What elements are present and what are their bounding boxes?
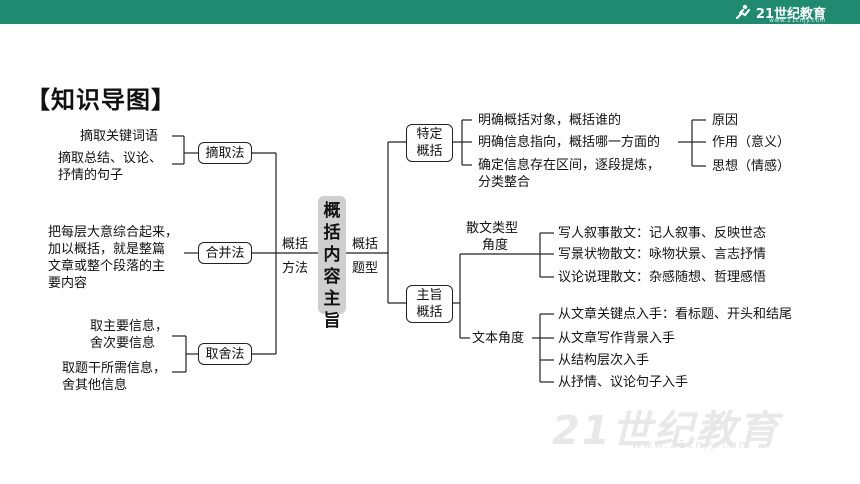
method-merge-box: 合并法: [198, 242, 252, 264]
watermark-text: 21世纪教育: [552, 408, 780, 454]
type-theme-label-1: 主旨: [416, 288, 443, 303]
right-branch-label-1: 概括: [352, 237, 379, 252]
specific-item-4: 分类整合: [478, 175, 531, 190]
prose-item-2: 写景状物散文：咏物状景、言志抒情: [558, 247, 767, 262]
merge-note-4: 要内容: [48, 276, 88, 291]
extract-note-1: 摘取关键词语: [80, 129, 159, 144]
left-branch-label-2: 方法: [282, 261, 309, 276]
right-branch-label-2: 题型: [352, 261, 379, 276]
aspect-function: 作用（意义）: [712, 135, 791, 150]
method-select-box: 取舍法: [198, 343, 252, 365]
prose-label-2: 角度: [482, 238, 509, 253]
watermark-url: www.21cnjy.com: [632, 438, 752, 451]
page-title: 【知识导图】: [26, 86, 176, 114]
type-theme-box: 主旨 概括: [406, 285, 453, 323]
merge-note-3: 文章或整个段落的主: [48, 259, 166, 274]
specific-item-3: 确定信息存在区间，逐段提炼，: [478, 158, 661, 173]
type-theme-label-2: 概括: [416, 305, 443, 320]
specific-item-2: 明确信息指向，概括哪一方面的: [478, 135, 661, 150]
runner-icon: [735, 4, 751, 20]
logo-text: 21世纪教育: [755, 6, 826, 22]
merge-note-1: 把每层大意综合起来，: [48, 225, 179, 240]
text-item-1: 从文章关键点入手：看标题、开头和结尾: [558, 307, 793, 322]
type-specific-box: 特定 概括: [406, 124, 453, 162]
brand-logo: 21世纪教育: [734, 3, 826, 22]
left-branch-label-1: 概括: [282, 237, 309, 252]
type-specific-label-2: 概括: [416, 144, 443, 159]
logo-url: www.21cnjy.com: [769, 17, 826, 24]
select-note-2: 舍次要信息: [90, 336, 156, 351]
select-note-3: 取题干所需信息，: [62, 361, 167, 376]
aspect-reason: 原因: [712, 113, 739, 128]
text-angle-label: 文本角度: [472, 331, 525, 346]
select-note-4: 舍其他信息: [62, 378, 128, 393]
prose-item-1: 写人叙事散文：记人叙事、反映世态: [558, 226, 767, 241]
prose-label-1: 散文类型: [466, 221, 519, 236]
type-specific-label-1: 特定: [416, 127, 443, 142]
extract-note-3: 抒情的句子: [58, 168, 124, 183]
merge-note-2: 加以概括，就是整篇: [48, 242, 166, 257]
extract-note-2: 摘取总结、议论、: [58, 151, 163, 166]
prose-item-3: 议论说理散文：杂感随想、哲理感悟: [558, 270, 767, 285]
center-topic: 概括内容主旨: [318, 196, 346, 331]
top-bar: [0, 0, 860, 24]
select-note-1: 取主要信息，: [90, 319, 169, 334]
aspect-thought: 思想（情感）: [712, 159, 791, 174]
specific-item-1: 明确概括对象，概括谁的: [478, 113, 622, 128]
text-item-2: 从文章写作背景入手: [558, 331, 676, 346]
method-extract-box: 摘取法: [198, 142, 252, 164]
text-item-4: 从抒情、议论句子入手: [558, 375, 689, 390]
text-item-3: 从结构层次入手: [558, 353, 650, 368]
